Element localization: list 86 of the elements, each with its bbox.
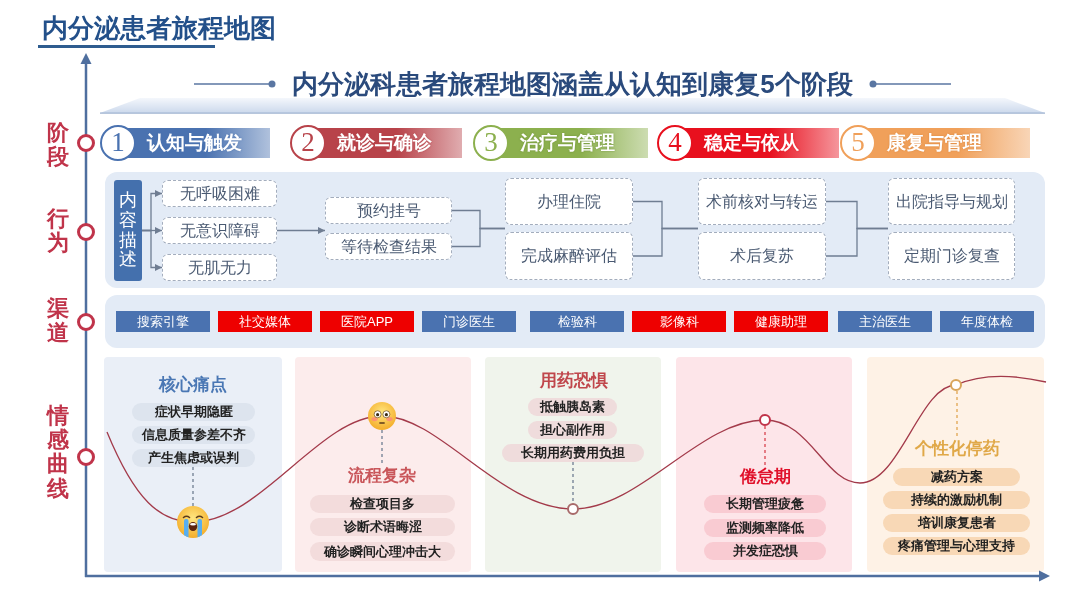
point-tag: 检查项目多 [310, 495, 455, 513]
point-tag: 诊断术语晦涩 [310, 518, 455, 536]
point-tag: 持续的激励机制 [883, 491, 1030, 509]
channel-tag: 搜索引擎 [116, 311, 210, 332]
stage-tab [473, 125, 648, 161]
step-box: 术前核对与转运 [698, 178, 826, 225]
point-tag: 确诊瞬间心理冲击大 [310, 542, 455, 561]
step-box: 无肌无力 [162, 254, 277, 281]
step-number: 3 [473, 125, 509, 161]
emotion-column [485, 357, 661, 572]
arrow [141, 229, 163, 271]
step-number: 1 [100, 125, 136, 161]
point-tag: 疼痛管理与心理支持 [883, 537, 1030, 555]
leader-line [956, 390, 958, 439]
column-heading: 用药恐惧 [532, 370, 616, 392]
leader-line [381, 429, 383, 466]
column-heading: 核心痛点 [150, 374, 236, 396]
connector-line [632, 227, 699, 257]
stage-tab [100, 125, 270, 161]
step-box: 术后复苏 [698, 232, 826, 280]
stage-label: 认知与触发 [147, 131, 242, 155]
leader-line [764, 425, 766, 467]
channel-tag: 门诊医生 [422, 311, 516, 332]
emotion-column [867, 357, 1044, 572]
step-box: 出院指导与规划 [888, 178, 1015, 225]
row-label: 阶段 [47, 121, 69, 170]
channel-tag: 主治医生 [838, 311, 932, 332]
ring-marker-icon [759, 414, 771, 426]
channel-tag: 社交媒体 [218, 311, 312, 332]
point-tag: 抵触胰岛素 [528, 398, 617, 416]
point-tag: 担心副作用 [528, 421, 617, 439]
row-label: 行为 [47, 207, 69, 256]
ring-marker-icon [567, 503, 579, 515]
leader-line [572, 461, 574, 504]
point-tag: 产生焦虑或误判 [132, 449, 255, 467]
flushed-face-icon [368, 402, 396, 430]
point-tag: 长期用药费用负担 [502, 444, 644, 462]
channel-tag: 检验科 [530, 311, 624, 332]
arrow [276, 227, 326, 234]
step-box: 等待检查结果 [325, 233, 452, 260]
channel-panel [105, 295, 1045, 348]
connector-line [825, 227, 889, 257]
column-heading: 流程复杂 [340, 465, 424, 487]
step-box: 定期门诊复查 [888, 232, 1015, 280]
leader-line [192, 466, 194, 507]
step-number: 2 [290, 125, 326, 161]
step-box: 办理住院 [505, 178, 633, 225]
point-tag: 并发症恐惧 [704, 542, 826, 560]
emotion-column [104, 357, 282, 572]
step-number: 5 [840, 125, 876, 161]
point-tag: 减药方案 [893, 468, 1020, 486]
stage-tab [657, 125, 839, 161]
step-number: 4 [657, 125, 693, 161]
banner-title: 内分泌科患者旅程地图涵盖从认知到康复5个阶段 [292, 68, 853, 100]
stage-label: 治疗与管理 [520, 131, 615, 155]
row-label: 情感曲线 [47, 404, 69, 501]
ring-marker-icon [950, 379, 962, 391]
point-tag: 培训康复患者 [883, 514, 1030, 532]
point-tag: 监测频率降低 [704, 519, 826, 537]
step-box: 完成麻醉评估 [505, 232, 633, 280]
channel-tag: 影像科 [632, 311, 726, 332]
row-label: 渠道 [47, 297, 69, 346]
point-tag: 长期管理疲惫 [704, 495, 826, 513]
crying-face-icon [177, 506, 209, 538]
step-box: 无呼吸困难 [162, 180, 277, 207]
title-banner [100, 68, 1045, 114]
emotion-column [676, 357, 852, 572]
category-tag: 内容描述 [114, 180, 142, 281]
channel-tag: 年度体检 [940, 311, 1034, 332]
step-box: 预约挂号 [325, 197, 452, 224]
stage-label: 就诊与确诊 [337, 131, 432, 155]
column-heading: 倦怠期 [733, 466, 797, 488]
stage-label: 稳定与依从 [704, 131, 799, 155]
connector-line [451, 227, 506, 248]
channel-tag: 健康助理 [734, 311, 828, 332]
behavior-panel [105, 172, 1045, 288]
channel-tag: 医院APP [320, 311, 414, 332]
page-title: 内分泌患者旅程地图 [42, 12, 276, 44]
step-box: 无意识障碍 [162, 217, 277, 244]
point-tag: 症状早期隐匿 [132, 403, 255, 421]
stage-label: 康复与管理 [887, 131, 982, 155]
stage-tab [840, 125, 1030, 161]
column-heading: 个性化停药 [910, 438, 1004, 460]
stage-tab [290, 125, 462, 161]
point-tag: 信息质量参差不齐 [132, 426, 255, 444]
emotion-column [295, 357, 471, 572]
